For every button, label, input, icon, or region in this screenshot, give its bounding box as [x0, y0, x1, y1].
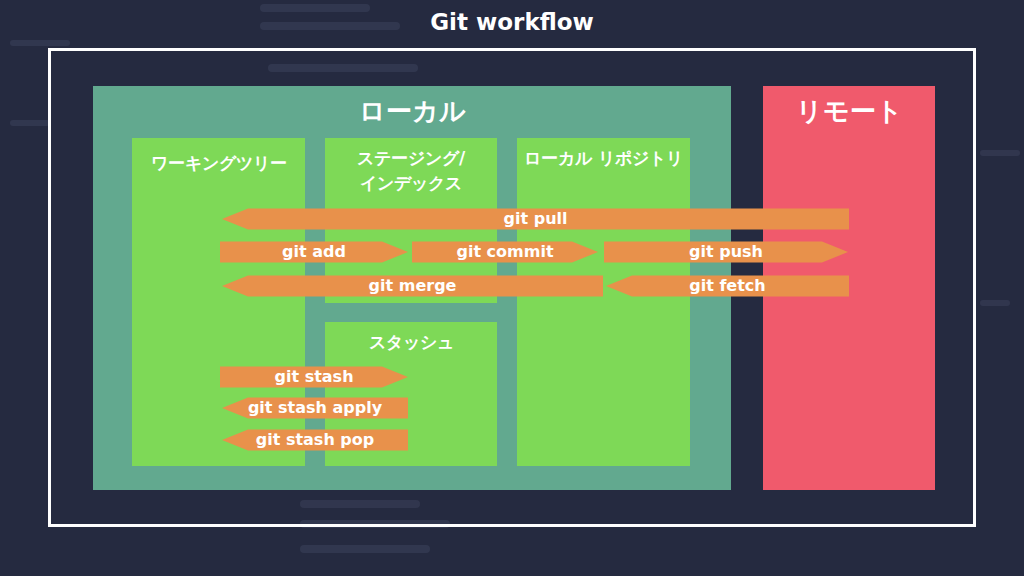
outer-frame: [50, 50, 975, 526]
box-heading: ローカル リポジトリ: [517, 146, 690, 171]
command-arrow: [604, 242, 848, 263]
command-arrow: [412, 242, 598, 263]
command-label: git fetch: [689, 276, 766, 296]
box-heading: ワーキングツリー: [132, 151, 305, 176]
diagram-title: Git workflow: [0, 6, 1024, 38]
command-label: git pull: [504, 209, 568, 229]
command-arrow: [606, 276, 849, 297]
command-label: git merge: [369, 276, 457, 296]
box-heading: ローカル: [93, 94, 731, 128]
command-label: git commit: [456, 242, 553, 262]
blurred-code: [10, 4, 1020, 553]
command-label: git stash apply: [248, 398, 382, 418]
command-arrow: [220, 242, 408, 263]
command-label: git push: [689, 242, 763, 262]
box-heading: スタッシュ: [325, 330, 497, 355]
command-label: git add: [282, 242, 346, 262]
command-label: git stash: [274, 367, 353, 387]
command-label: git stash pop: [256, 430, 375, 450]
box-heading: ステージング/ インデックス: [325, 146, 497, 196]
command-arrow: [220, 367, 408, 388]
command-arrow: [222, 276, 603, 297]
command-arrow: [222, 209, 849, 230]
command-arrow: [222, 430, 408, 451]
command-arrow: [222, 398, 408, 419]
box-heading: リモート: [763, 94, 935, 128]
area-box: ローカル リポジトリ: [517, 138, 690, 466]
